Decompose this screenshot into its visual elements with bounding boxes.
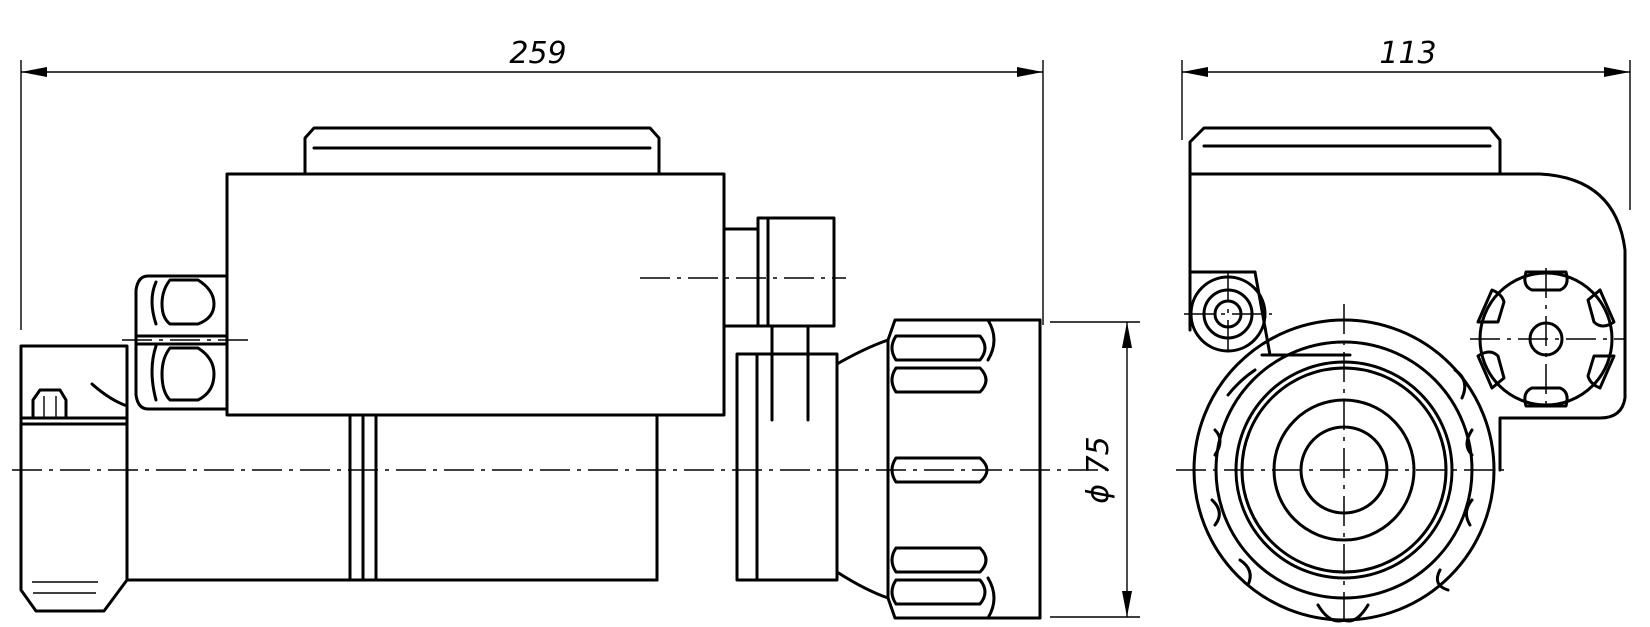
side-top-handle bbox=[1188, 126, 1502, 176]
right-fittings bbox=[722, 216, 839, 582]
dimension-overall-length: 259 bbox=[20, 36, 1044, 330]
dimension-label-width: 113 bbox=[1379, 36, 1436, 71]
side-knob-assembly bbox=[134, 274, 229, 411]
dimension-label-length: 259 bbox=[509, 36, 566, 71]
top-handle bbox=[303, 126, 661, 176]
dimension-width: 113 bbox=[1181, 36, 1631, 210]
left-end-fitting bbox=[19, 344, 129, 613]
side-body bbox=[1188, 172, 1627, 472]
connector-bell bbox=[835, 318, 1042, 620]
side-view bbox=[1176, 126, 1627, 627]
lower-cylinder bbox=[125, 413, 659, 582]
front-view bbox=[12, 126, 1115, 620]
dimension-diameter: ϕ 75 bbox=[1050, 321, 1140, 618]
main-housing bbox=[225, 172, 726, 417]
